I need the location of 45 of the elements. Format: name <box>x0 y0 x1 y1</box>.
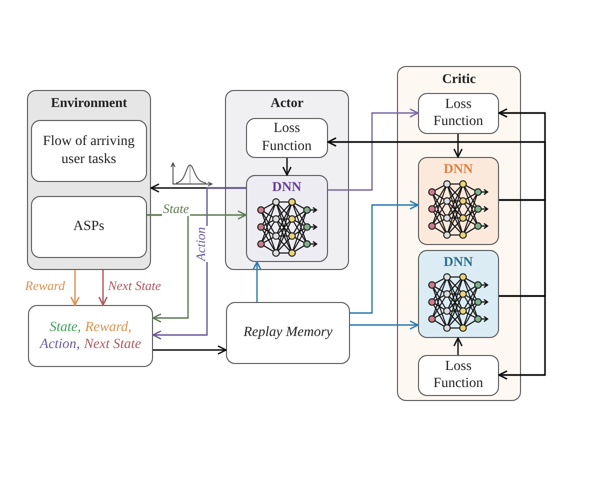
arrow <box>70 270 80 306</box>
tuple-label: Next State <box>84 336 142 354</box>
arrow <box>498 295 546 380</box>
arrow <box>350 200 419 314</box>
arrow <box>453 337 463 355</box>
group-box <box>27 90 151 270</box>
arrow <box>98 270 108 306</box>
tuple-label: State, <box>49 318 81 336</box>
box-title: Actor <box>270 95 304 111</box>
arrow <box>282 158 292 176</box>
process-box <box>246 118 328 158</box>
arrow <box>453 134 463 158</box>
network-box <box>418 250 499 338</box>
box-label: Loss Function <box>432 358 484 393</box>
process-box <box>30 120 147 182</box>
box-title: Critic <box>441 71 477 87</box>
box-label: Flow of arriving user tasks <box>42 133 136 168</box>
box-label: Loss Function <box>260 120 313 156</box>
process-box <box>418 92 499 134</box>
box-label: Replay Memory <box>243 324 333 342</box>
tuple-label: Reward, <box>84 318 132 336</box>
network-box <box>246 174 328 262</box>
edge-label: Action <box>194 226 208 262</box>
process-box <box>30 196 147 258</box>
arrow <box>328 108 419 191</box>
arrow <box>252 261 262 302</box>
tuple-label: Action, <box>40 336 80 354</box>
arrow <box>350 320 419 330</box>
network-box <box>418 156 499 245</box>
box-title: DNN <box>442 254 474 270</box>
arrow <box>327 137 546 297</box>
arrow <box>153 345 227 355</box>
box-label: Loss Function <box>432 96 484 131</box>
edge-label: State <box>162 202 190 216</box>
process-box <box>226 302 350 364</box>
box-title: DNN <box>271 178 302 195</box>
edge-label: Reward <box>24 279 66 294</box>
box-label: ASPs <box>73 218 104 236</box>
edge-label: Next State <box>107 279 162 294</box>
process-box <box>28 305 153 367</box>
box-title: Environment <box>50 95 128 111</box>
process-box <box>418 354 499 396</box>
group-box <box>225 90 349 270</box>
box-title: DNN <box>442 160 474 177</box>
group-box <box>397 66 521 401</box>
